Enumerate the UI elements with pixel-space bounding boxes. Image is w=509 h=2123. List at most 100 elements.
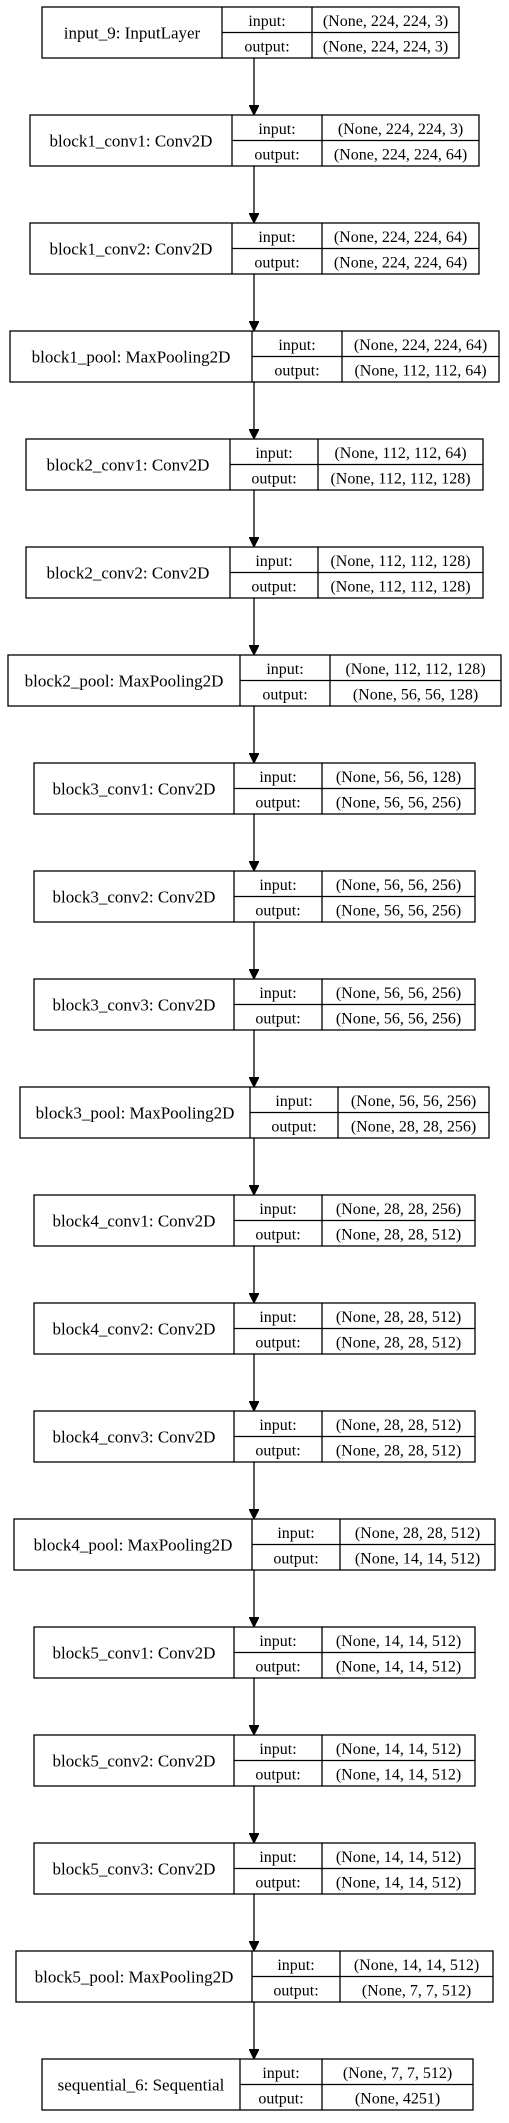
- input-shape: (None, 14, 14, 512): [336, 1849, 461, 1866]
- output-label: output:: [273, 1983, 318, 2000]
- input-shape: (None, 224, 224, 3): [323, 13, 448, 30]
- layer-name: block3_conv2: Conv2D: [53, 888, 216, 907]
- layer-node: block1_pool: MaxPooling2Dinput:output:(N…: [9, 330, 500, 383]
- output-shape: (None, 112, 112, 64): [354, 363, 486, 380]
- output-shape: (None, 112, 112, 128): [330, 579, 470, 596]
- input-label: input:: [277, 1957, 314, 1974]
- layer-name: block5_conv2: Conv2D: [53, 1752, 216, 1771]
- input-label: input:: [277, 1525, 314, 1542]
- layer-node: input_9: InputLayer input: output: (None, 2…: [41, 6, 460, 59]
- output-label: output:: [251, 579, 296, 596]
- output-label: output:: [254, 255, 299, 272]
- input-label: input:: [259, 1309, 296, 1326]
- layer-node: block3_conv3: Conv2Dinput:output:(None, …: [33, 978, 476, 1031]
- input-label: input:: [255, 445, 292, 462]
- output-shape: (None, 112, 112, 128): [330, 471, 470, 488]
- input-shape: (None, 224, 224, 64): [354, 337, 487, 354]
- output-shape: (None, 224, 224, 3): [323, 39, 448, 56]
- layer-node: block2_conv2: Conv2D input: output: (None, …: [25, 546, 484, 599]
- output-label: output:: [255, 1011, 300, 1028]
- input-shape: (None, 28, 28, 512): [336, 1417, 461, 1434]
- input-label: input:: [259, 1633, 296, 1650]
- input-label: input:: [259, 1201, 296, 1218]
- nodes: input_9: InputLayer input: output: (None, 2…: [7, 6, 502, 2111]
- input-label: input:: [259, 769, 296, 786]
- layer-name: block5_conv1: Conv2D: [53, 1644, 216, 1663]
- input-shape: (None, 112, 112, 128): [330, 553, 470, 570]
- layer-node: block2_pool: MaxPooling2Dinput:output:(N…: [7, 654, 502, 707]
- input-label: input:: [259, 1849, 296, 1866]
- output-shape: (None, 14, 14, 512): [355, 1551, 480, 1568]
- output-shape: (None, 7, 7, 512): [362, 1983, 471, 2000]
- output-label: output:: [255, 1335, 300, 1352]
- input-shape: (None, 56, 56, 128): [336, 769, 461, 786]
- input-shape: (None, 112, 112, 64): [334, 445, 466, 462]
- input-shape: (None, 56, 56, 256): [336, 985, 461, 1002]
- layer-name: block4_conv1: Conv2D: [53, 1212, 216, 1231]
- output-shape: (None, 28, 28, 512): [336, 1335, 461, 1352]
- output-label: output:: [255, 1767, 300, 1784]
- output-shape: (None, 56, 56, 256): [336, 795, 461, 812]
- input-shape: (None, 14, 14, 512): [354, 1957, 479, 1974]
- layer-name: input_9: InputLayer: [64, 24, 201, 43]
- output-label: output:: [255, 1875, 300, 1892]
- input-label: input:: [259, 1417, 296, 1434]
- input-shape: (None, 56, 56, 256): [351, 1093, 476, 1110]
- layer-node: block1_conv2: Conv2D input: output: (None, …: [29, 222, 480, 275]
- layer-node: block5_conv3: Conv2Dinput:output:(None, …: [33, 1842, 476, 1895]
- layer-name: block2_conv1: Conv2D: [47, 456, 210, 475]
- layer-node: block4_pool: MaxPooling2Dinput:output:(N…: [13, 1518, 496, 1571]
- layer-node: block2_conv1: Conv2D input: output: (None, …: [25, 438, 484, 491]
- output-label: output:: [255, 1659, 300, 1676]
- input-shape: (None, 28, 28, 512): [336, 1309, 461, 1326]
- layer-node: block1_conv1: Conv2Dinput:output:(None, …: [29, 114, 480, 167]
- layer-node: block4_conv1: Conv2D input: output: (None, …: [33, 1194, 476, 1247]
- layer-node: block3_pool: MaxPooling2Dinput:output:(N…: [19, 1086, 490, 1139]
- layer-name: block2_conv2: Conv2D: [47, 564, 210, 583]
- layer-node: block5_pool: MaxPooling2D input: output: (N…: [15, 1950, 494, 2003]
- layer-name: block5_pool: MaxPooling2D: [35, 1968, 234, 1987]
- layer-node: block4_conv2: Conv2D input: output: (None, …: [33, 1302, 476, 1355]
- output-shape: (None, 56, 56, 256): [336, 1011, 461, 1028]
- layer-name: block1_conv2: Conv2D: [50, 240, 213, 259]
- layer-node: block5_conv2: Conv2D input: output: (None, …: [33, 1734, 476, 1787]
- output-label: output:: [255, 903, 300, 920]
- layer-name: block3_conv1: Conv2D: [53, 780, 216, 799]
- output-label: output:: [274, 363, 319, 380]
- output-shape: (None, 14, 14, 512): [336, 1767, 461, 1784]
- input-label: input:: [258, 229, 295, 246]
- output-label: output:: [255, 1227, 300, 1244]
- input-shape: (None, 112, 112, 128): [345, 661, 485, 678]
- output-label: output:: [255, 795, 300, 812]
- output-shape: (None, 28, 28, 256): [351, 1119, 476, 1136]
- input-shape: (None, 224, 224, 64): [334, 229, 467, 246]
- output-shape: (None, 4251): [355, 2091, 440, 2108]
- input-label: input:: [248, 13, 285, 30]
- output-shape: (None, 224, 224, 64): [334, 147, 467, 164]
- layer-name: block3_conv3: Conv2D: [53, 996, 216, 1015]
- layer-node: sequential_6: Sequentialinput:output:(No…: [41, 2058, 474, 2111]
- output-shape: (None, 224, 224, 64): [334, 255, 467, 272]
- input-label: input:: [255, 553, 292, 570]
- output-label: output:: [255, 1443, 300, 1460]
- input-shape: (None, 7, 7, 512): [343, 2065, 452, 2082]
- layer-name: block1_pool: MaxPooling2D: [32, 348, 231, 367]
- input-label: input:: [259, 1741, 296, 1758]
- layer-name: block4_conv2: Conv2D: [53, 1320, 216, 1339]
- output-label: output:: [244, 39, 289, 56]
- output-shape: (None, 14, 14, 512): [336, 1659, 461, 1676]
- output-label: output:: [251, 471, 296, 488]
- output-shape: (None, 28, 28, 512): [336, 1227, 461, 1244]
- layer-node: block4_conv3: Conv2D input: output: (None, …: [33, 1410, 476, 1463]
- output-label: output:: [262, 687, 307, 704]
- input-shape: (None, 56, 56, 256): [336, 877, 461, 894]
- layer-name: block4_conv3: Conv2D: [53, 1428, 216, 1447]
- layer-name: sequential_6: Sequential: [58, 2076, 225, 2095]
- input-shape: (None, 28, 28, 512): [355, 1525, 480, 1542]
- input-label: input:: [258, 121, 295, 138]
- output-label: output:: [258, 2091, 303, 2108]
- layer-node: block3_conv1: Conv2D input: output: (None, …: [33, 762, 476, 815]
- input-label: input:: [275, 1093, 312, 1110]
- output-shape: (None, 56, 56, 256): [336, 903, 461, 920]
